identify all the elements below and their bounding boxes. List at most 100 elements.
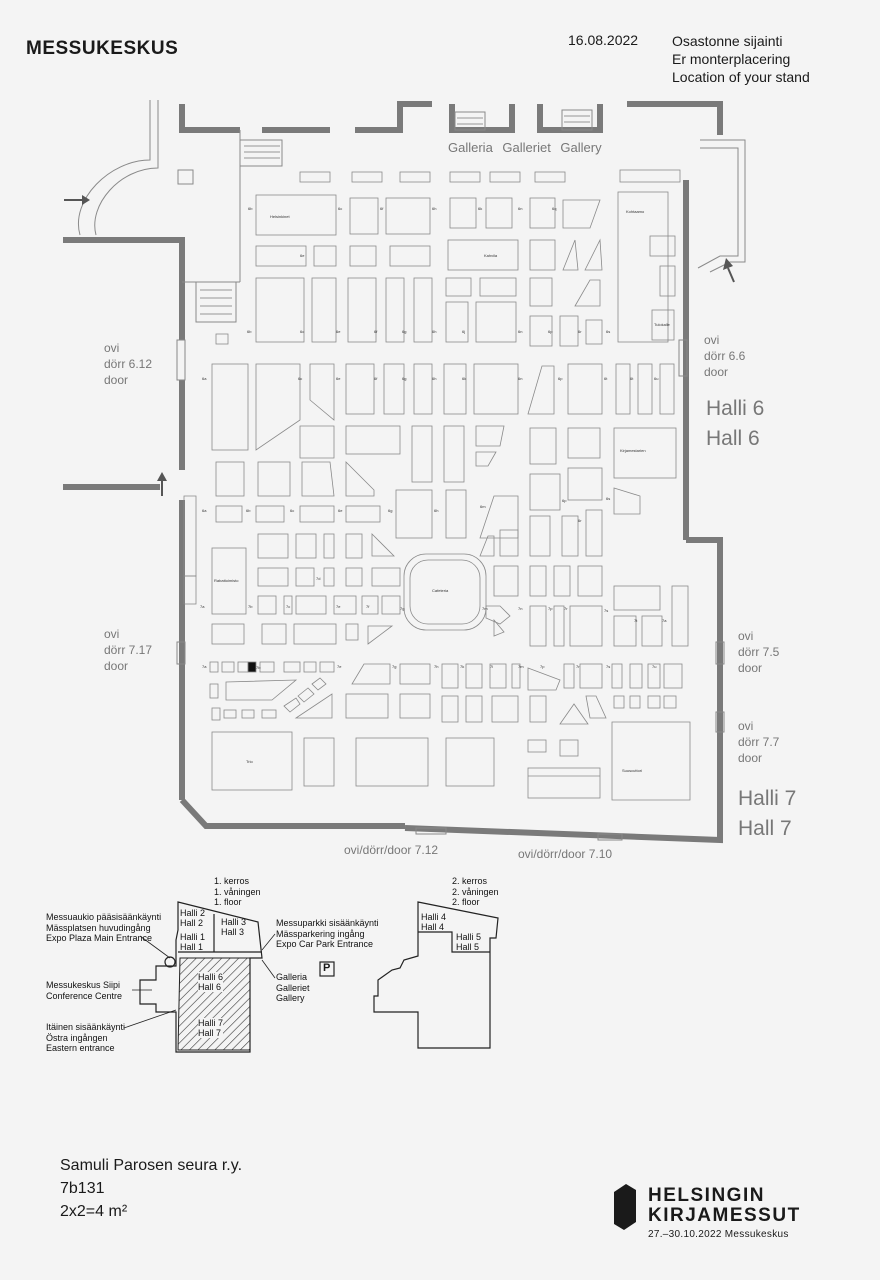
svg-text:6f: 6f: [374, 376, 378, 381]
svg-text:6r: 6r: [578, 518, 582, 523]
svg-text:6h: 6h: [434, 508, 438, 513]
svg-text:6e: 6e: [338, 508, 343, 513]
svg-text:7f: 7f: [366, 604, 370, 609]
book-fair-logo: HELSINGIN KIRJAMESSUT 27.–30.10.2022 Mes…: [648, 1185, 801, 1241]
svg-text:Kohtaamo: Kohtaamo: [626, 209, 645, 214]
location-line-sv: Er monterplacering: [672, 51, 791, 67]
svg-text:Cafeteria: Cafeteria: [432, 588, 449, 593]
svg-text:6k: 6k: [462, 376, 466, 381]
location-line-fi: Osastonne sijainti: [672, 33, 783, 49]
svg-text:7r: 7r: [576, 664, 580, 669]
svg-text:7g: 7g: [400, 606, 404, 611]
svg-text:7p: 7p: [548, 606, 553, 611]
door-7-12-label: ovi/dörr/door 7.12: [344, 843, 439, 857]
svg-text:6h: 6h: [432, 329, 436, 334]
svg-text:6a: 6a: [202, 508, 207, 513]
svg-text:6g: 6g: [402, 376, 406, 381]
svg-text:Kahvila: Kahvila: [484, 253, 498, 258]
svg-text:7e: 7e: [336, 604, 341, 609]
svg-text:Rabattoimisto: Rabattoimisto: [214, 578, 239, 583]
svg-text:6p: 6p: [558, 376, 563, 381]
svg-text:6u: 6u: [654, 376, 658, 381]
svg-text:7a: 7a: [202, 664, 207, 669]
svg-text:6s: 6s: [606, 329, 610, 334]
svg-text:6p: 6p: [562, 498, 567, 503]
svg-text:Helsinkinet: Helsinkinet: [270, 214, 290, 219]
svg-text:6r: 6r: [578, 329, 582, 334]
messukeskus-logo: MESSUKESKUS: [26, 38, 179, 59]
svg-text:6n: 6n: [518, 376, 522, 381]
svg-text:7l: 7l: [490, 664, 493, 669]
svg-text:6p: 6p: [548, 329, 553, 334]
svg-text:7k: 7k: [460, 664, 464, 669]
svg-text:7m: 7m: [482, 606, 488, 611]
svg-text:Tulokalle: Tulokalle: [654, 322, 671, 327]
svg-text:7t: 7t: [634, 618, 638, 623]
stand-size: 2x2=4 m²: [60, 1203, 128, 1220]
stand-info: Samuli Parosen seura r.y. 7b131 2x2=4 m²: [60, 1154, 242, 1223]
svg-text:6s: 6s: [606, 496, 610, 501]
svg-text:6b: 6b: [247, 329, 252, 334]
book-fair-name-line1: HELSINGIN: [648, 1185, 765, 1206]
svg-text:7p: 7p: [540, 664, 545, 669]
exhibitor-name: Samuli Parosen seura r.y.: [60, 1157, 243, 1174]
parking-icon: P: [323, 962, 331, 974]
svg-text:7g: 7g: [392, 664, 396, 669]
svg-text:7u: 7u: [652, 664, 656, 669]
svg-text:7b: 7b: [248, 604, 253, 609]
svg-text:6f: 6f: [374, 329, 378, 334]
svg-text:7n: 7n: [518, 606, 522, 611]
book-fair-name-line2: KIRJAMESSUT: [648, 1205, 801, 1226]
svg-text:6c: 6c: [290, 508, 294, 513]
location-heading: Osastonne sijainti Er monterplacering Lo…: [672, 32, 810, 86]
svg-text:7a: 7a: [200, 604, 205, 609]
svg-text:Kirjamestarien: Kirjamestarien: [620, 448, 646, 453]
svg-text:6t: 6t: [630, 376, 634, 381]
svg-text:6n: 6n: [518, 206, 522, 211]
svg-text:7h: 7h: [434, 664, 438, 669]
svg-text:7s: 7s: [604, 608, 608, 613]
svg-text:6j: 6j: [462, 329, 465, 334]
svg-text:6q: 6q: [552, 206, 556, 211]
svg-text:6b: 6b: [246, 508, 251, 513]
svg-text:6c: 6c: [300, 329, 304, 334]
svg-text:7r: 7r: [564, 606, 568, 611]
svg-text:6b: 6b: [248, 206, 253, 211]
svg-text:7s: 7s: [606, 664, 610, 669]
door-7-10-label: ovi/dörr/door 7.10: [518, 847, 613, 861]
date-label: 16.08.2022: [568, 32, 639, 48]
svg-text:7a: 7a: [662, 618, 667, 623]
svg-text:6t: 6t: [604, 376, 608, 381]
location-line-en: Location of your stand: [672, 69, 810, 85]
svg-text:6e: 6e: [300, 253, 305, 258]
svg-text:6a: 6a: [202, 376, 207, 381]
svg-text:Suuscuttori: Suuscuttori: [622, 768, 642, 773]
svg-text:6e: 6e: [336, 376, 341, 381]
svg-text:6m: 6m: [480, 504, 486, 509]
svg-text:6c: 6c: [338, 206, 342, 211]
book-fair-dates: 27.–30.10.2022 Messukeskus: [648, 1229, 789, 1240]
svg-text:6h: 6h: [432, 376, 436, 381]
svg-text:6c: 6c: [298, 376, 302, 381]
svg-text:7b: 7b: [256, 665, 261, 670]
svg-text:6g: 6g: [388, 508, 392, 513]
svg-text:6f: 6f: [380, 206, 384, 211]
